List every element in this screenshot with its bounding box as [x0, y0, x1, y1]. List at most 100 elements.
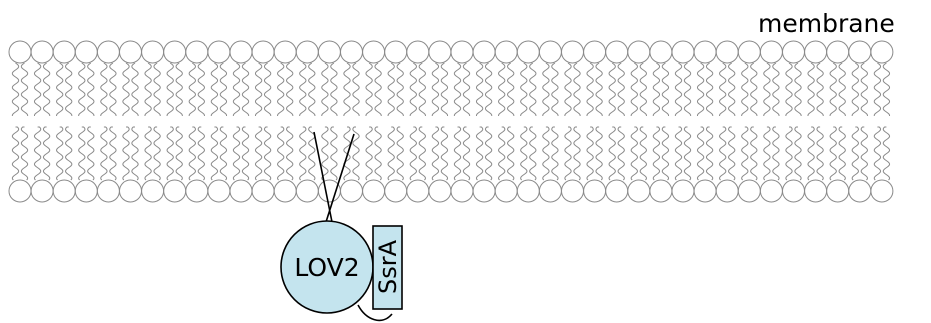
lipid-tail	[175, 126, 183, 181]
lipid-head-bottom	[583, 179, 607, 203]
lipid-head-top	[870, 40, 894, 64]
lipid-tail	[573, 62, 581, 116]
lipid-head-bottom	[185, 179, 209, 203]
lipid-tail	[551, 126, 559, 181]
lipid-tail	[608, 126, 616, 181]
lipid-tail	[506, 126, 515, 181]
lipid-tail	[254, 62, 263, 116]
lipid-head-bottom	[472, 179, 496, 203]
lipid-head-bottom	[450, 179, 474, 203]
lipid-tail	[387, 62, 395, 116]
anchor-line-left	[313, 131, 333, 223]
lipid-head-bottom	[627, 179, 651, 203]
lipid-tail	[33, 126, 42, 181]
lipid-tail	[750, 62, 758, 116]
lipid-tail	[175, 62, 183, 116]
lipid-tail	[617, 62, 625, 116]
lipid-tail	[374, 126, 382, 181]
lipid-head-top	[96, 40, 120, 64]
lipid-tail	[542, 62, 550, 116]
lipid-head-bottom	[605, 179, 629, 203]
lipid-tail	[409, 126, 418, 181]
lipid-tail	[696, 62, 705, 116]
lipid-tail	[829, 62, 837, 116]
lipid-tail	[630, 126, 639, 181]
lipid-head-bottom	[207, 179, 231, 203]
lipid-head-top	[229, 40, 253, 64]
lipid-tail	[153, 62, 161, 116]
lipid-head-bottom	[8, 179, 32, 203]
lipid-tail	[794, 62, 802, 116]
lipid-head-top	[384, 40, 408, 64]
lipid-tail	[11, 62, 20, 116]
lipid-head-top	[759, 40, 783, 64]
lipid-tail	[254, 126, 263, 181]
lipid-head-bottom	[406, 179, 430, 203]
lipid-tail	[520, 126, 528, 181]
lipid-head-bottom	[428, 179, 452, 203]
lipid-head-top	[737, 40, 761, 64]
lipid-tail	[453, 62, 462, 116]
lipid-head-top	[163, 40, 187, 64]
lipid-head-top	[251, 40, 275, 64]
lipid-tail	[520, 62, 528, 116]
lipid-tail	[42, 62, 51, 116]
lipid-tail	[330, 126, 338, 181]
lipid-tail	[78, 126, 86, 181]
lipid-head-bottom	[759, 179, 783, 203]
lipid-head-top	[295, 40, 319, 64]
lipid-tail	[308, 62, 316, 116]
lipid-head-top	[30, 40, 54, 64]
lipid-tail	[529, 126, 537, 181]
lipid-head-bottom	[384, 179, 408, 203]
lipid-tail	[100, 126, 108, 181]
lipid-tail	[42, 126, 51, 181]
lipid-tail	[210, 126, 219, 181]
lipid-head-top	[472, 40, 496, 64]
lipid-head-bottom	[317, 179, 341, 203]
lipid-tail	[497, 126, 506, 181]
lipid-tail	[617, 126, 625, 181]
lipid-tail	[20, 62, 29, 116]
lipid-tail	[882, 126, 891, 181]
lipid-head-bottom	[649, 179, 673, 203]
lipid-tail	[750, 126, 758, 181]
lipid-tail	[78, 62, 86, 116]
lipid-tail	[542, 126, 550, 181]
lipid-head-bottom	[119, 179, 142, 203]
anchor-line-right	[325, 133, 355, 223]
lipid-tail	[882, 62, 891, 116]
lipid-tail	[20, 126, 29, 181]
lipid-bilayer	[8, 40, 894, 203]
lipid-head-top	[74, 40, 98, 64]
lipid-head-top	[450, 40, 474, 64]
lipid-tail	[719, 62, 727, 116]
lipid-tail	[462, 126, 471, 181]
lipid-head-bottom	[30, 179, 54, 203]
lipid-head-top	[340, 40, 363, 64]
lipid-tail	[365, 126, 373, 181]
lipid-tail	[475, 62, 484, 116]
lipid-tail	[122, 126, 130, 181]
lipid-head-bottom	[715, 179, 739, 203]
lipid-tail	[838, 62, 846, 116]
lipid-tail	[564, 126, 572, 181]
lipid-tail	[396, 62, 404, 116]
lipid-tail	[661, 62, 670, 116]
lipid-tail	[683, 126, 692, 181]
lipid-head-top	[317, 40, 341, 64]
lipid-tail	[418, 62, 426, 116]
lipid-tail	[87, 126, 95, 181]
lipid-head-bottom	[340, 179, 363, 203]
lipid-tail	[277, 62, 285, 116]
lipid-head-bottom	[251, 179, 275, 203]
lipid-tail	[475, 126, 484, 181]
lipid-head-bottom	[52, 179, 76, 203]
lipid-tail	[166, 62, 174, 116]
lipid-tail	[144, 62, 152, 116]
lipid-head-bottom	[96, 179, 120, 203]
lipid-tail	[286, 62, 294, 116]
lipid-tail	[529, 62, 537, 116]
lipid-tail	[330, 62, 338, 116]
